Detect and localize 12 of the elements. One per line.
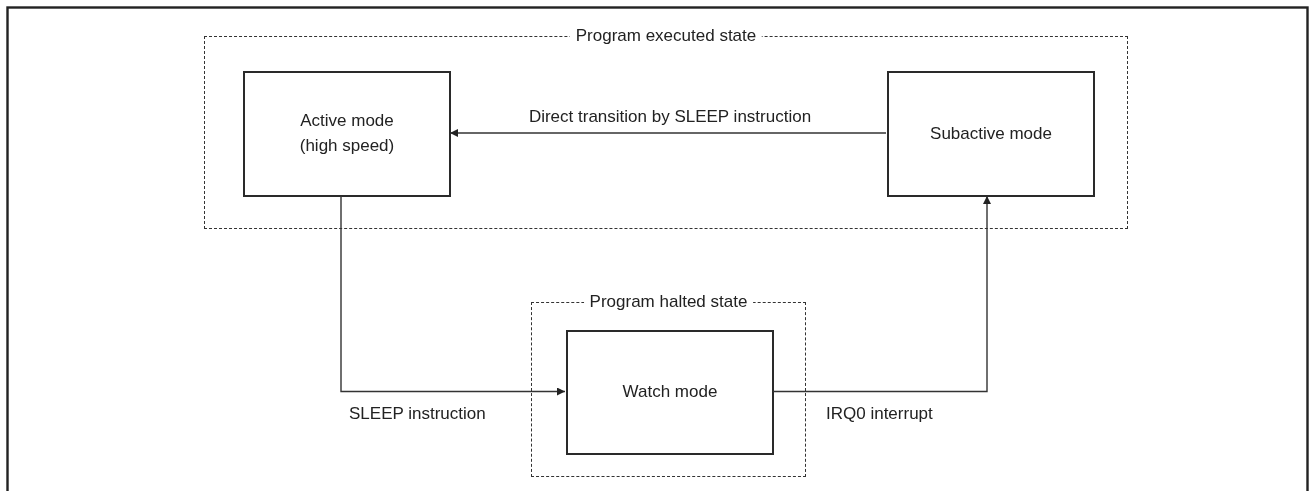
group-title: Program executed state <box>569 26 763 46</box>
state-label: Active mode (high speed) <box>298 110 396 157</box>
edge-label: IRQ0 interrupt <box>824 404 935 424</box>
state-label: Subactive mode <box>930 122 1052 145</box>
arrow <box>340 195 566 396</box>
state-box <box>243 71 451 197</box>
state-label: Watch mode <box>622 381 718 404</box>
group-title: Program halted state <box>583 292 754 312</box>
state-box <box>887 71 1095 197</box>
arrow <box>449 129 887 137</box>
state-box <box>566 330 774 455</box>
arrow <box>772 195 991 393</box>
